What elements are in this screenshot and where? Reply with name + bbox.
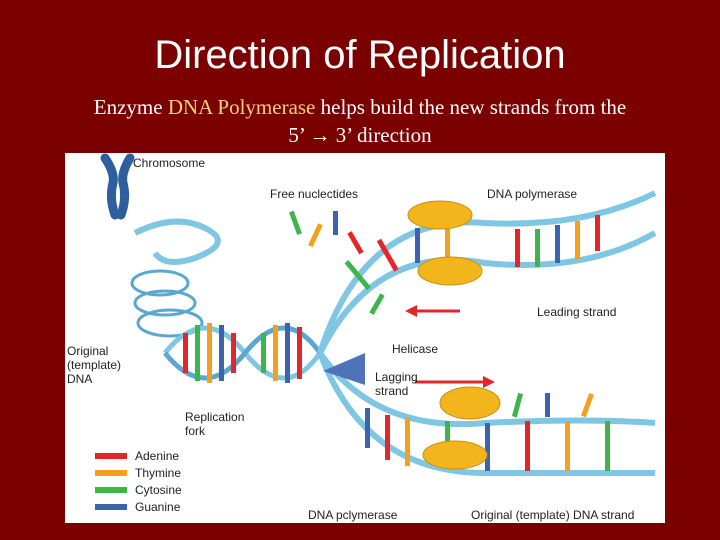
legend-label-guanine: Guanine [135,500,181,514]
label-original-3: DNA [67,372,92,386]
label-fork-2: fork [185,424,206,438]
subtitle-line2: 5’ → 3’ direction [288,123,432,147]
label-leading-strand: Leading strand [537,305,616,319]
helicase-shape [323,353,365,385]
legend-swatch-guanine [95,504,127,510]
replication-diagram: Chromosome [65,153,665,523]
legend-label-thymine: Thymine [135,466,181,480]
dna-polymerase-top-shape [407,200,483,286]
label-helicase: Helicase [392,342,438,356]
lower-strand [317,351,656,477]
label-free-nucleotides: Free nuclectides [270,187,358,201]
subtitle-highlight: DNA Polymerase [167,95,316,119]
legend-swatch-thymine [95,470,127,476]
label-dna-polymerase-bottom: DNA pclymerase [308,508,398,522]
legend-label-adenine: Adenine [135,449,179,463]
lagging-arrow-icon [415,376,495,388]
label-lagging-1: Lagging [375,370,418,384]
label-fork-1: Replication [185,410,244,424]
dna-polymerase-bottom-shape [422,386,501,470]
parental-helix [163,323,323,383]
subtitle-suffix: helps build the new strands from the [315,95,627,119]
legend-swatch-cytosine [95,487,127,493]
diagram-canvas: Chromosome [67,153,657,522]
label-original-2: (template) [67,358,121,372]
free-nucleotides-icon [289,210,594,418]
legend-label-cytosine: Cytosine [135,483,182,497]
legend-swatch-adenine [95,453,127,459]
slide-title: Direction of Replication [154,33,566,77]
label-original-1: Original [67,344,108,358]
subtitle-prefix: Enzyme [93,95,168,119]
upper-strand [317,190,657,355]
slide-subtitle: Enzyme DNA Polymerase helps build the ne… [40,93,680,149]
label-dna-polymerase-top: DNA polymerase [487,187,577,201]
leading-arrow-icon [405,305,460,317]
label-chromosome: Chromosome [133,156,205,170]
chromatin-coil [130,218,221,338]
label-lagging-2: strand [375,384,408,398]
label-original-template-strand: Original (template) DNA strand [471,508,634,522]
chromosome-icon [100,153,135,220]
